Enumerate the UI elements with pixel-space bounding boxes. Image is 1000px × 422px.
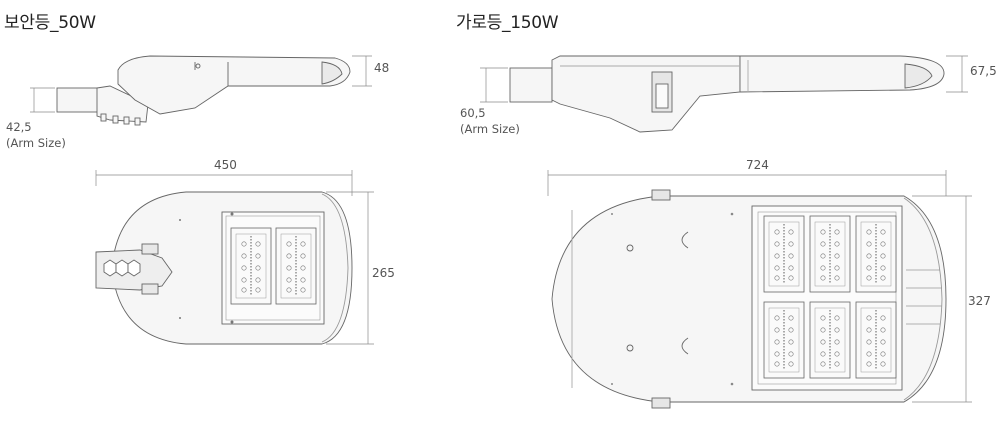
arm-size-label-150w: (Arm Size) xyxy=(460,122,520,136)
product-title-150w: 가로등_150W xyxy=(456,13,559,33)
top-view-50w xyxy=(95,191,353,345)
height-dim-50w: 48 xyxy=(374,61,390,75)
length-dim-150w: 724 xyxy=(746,158,769,172)
side-view-150w xyxy=(509,55,945,133)
top-view-150w xyxy=(551,189,947,409)
length-dim-50w: 450 xyxy=(214,158,237,172)
arm-size-value-50w: 42,5 xyxy=(6,120,32,134)
width-dim-50w: 265 xyxy=(372,266,395,280)
height-dim-150w: 67,5 xyxy=(970,64,997,78)
arm-size-label-50w: (Arm Size) xyxy=(6,136,66,150)
product-title-50w: 보안등_50W xyxy=(4,13,96,33)
width-dim-150w: 327 xyxy=(968,294,991,308)
arm-size-value-150w: 60,5 xyxy=(460,106,486,120)
side-view-50w xyxy=(56,55,351,126)
